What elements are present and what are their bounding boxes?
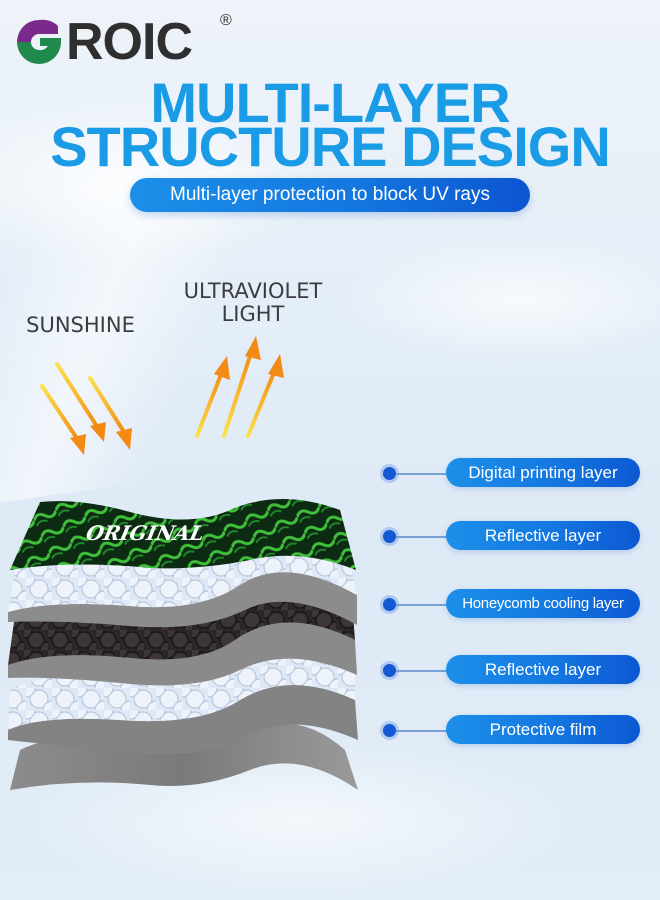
layer-label: Protective film: [446, 715, 640, 744]
bullet-dot-icon: [383, 724, 396, 737]
layer-label: Honeycomb cooling layer: [446, 589, 640, 618]
light-arrows: [40, 336, 284, 455]
uv-light-label-line2: LIGHT: [221, 302, 285, 326]
connector-line: [396, 536, 462, 538]
layer-label: Digital printing layer: [446, 458, 640, 487]
layer-label: Reflective layer: [446, 521, 640, 550]
legend-item-honeycomb: Honeycomb cooling layer: [383, 589, 643, 619]
uv-arrow-icon: [195, 348, 277, 438]
logo-g-icon: [17, 19, 61, 64]
page-title-line1: MULTI-LAYER: [150, 71, 510, 134]
layer-stack-diagram: ORIGINAL: [8, 499, 358, 790]
connector-line: [396, 730, 462, 732]
logo-wordmark: ROIC: [66, 13, 193, 71]
registered-mark: ®: [220, 12, 232, 29]
brand-logo: ROIC ®: [14, 12, 232, 71]
legend-item-reflective-2: Reflective layer: [383, 655, 643, 685]
reflective-layer-2: [8, 639, 358, 755]
bullet-dot-icon: [383, 467, 396, 480]
sunshine-arrow-icon: [40, 362, 126, 442]
page-title-line2: STRUCTURE DESIGN: [50, 115, 611, 178]
bullet-dot-icon: [383, 530, 396, 543]
bullet-dot-icon: [383, 598, 396, 611]
bullet-dot-icon: [383, 664, 396, 677]
uv-light-label-line1: ULTRAVIOLET: [183, 279, 323, 303]
connector-line: [396, 670, 462, 672]
connector-line: [396, 604, 462, 606]
legend-item-reflective-1: Reflective layer: [383, 521, 643, 551]
sunshine-label: SUNSHINE: [26, 313, 135, 337]
layer-label: Reflective layer: [446, 655, 640, 684]
original-print-text: ORIGINAL: [84, 521, 207, 545]
subtitle-badge: Multi-layer protection to block UV rays: [130, 178, 530, 212]
digital-printing-layer: ORIGINAL: [10, 499, 356, 570]
legend-item-digital-printing: Digital printing layer: [383, 458, 643, 488]
connector-line: [396, 473, 462, 475]
legend-item-protective-film: Protective film: [383, 715, 643, 745]
